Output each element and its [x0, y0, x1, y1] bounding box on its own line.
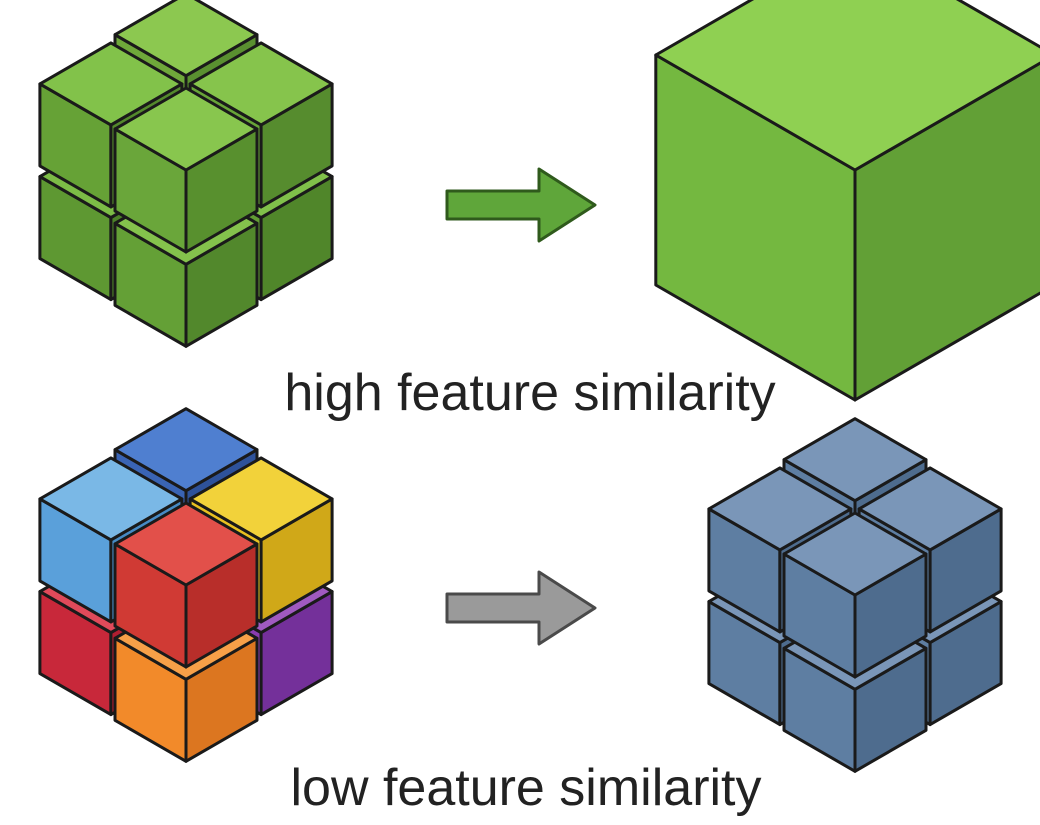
cube-top-face — [654, 0, 1040, 172]
blue-cube-cluster — [707, 417, 1003, 773]
cube-top-face — [707, 466, 853, 552]
cube-top-face — [113, 407, 259, 493]
cube-top-face — [113, 86, 259, 172]
multicolor-cube-cluster — [38, 407, 334, 763]
cube-top-face — [113, 0, 259, 78]
large-cube — [654, 0, 1040, 402]
green-cube-cluster — [38, 0, 334, 348]
merged-green-cube — [654, 0, 1040, 402]
high-similarity-caption: high feature similarity — [284, 364, 775, 422]
cube-top-face — [38, 41, 184, 127]
cube-6 — [782, 511, 928, 679]
low-similarity-row: low feature similarity — [38, 407, 1003, 817]
arrow-shape — [445, 167, 597, 243]
cube-6 — [113, 501, 259, 669]
cube-top-face — [857, 466, 1003, 552]
cube-top-face — [782, 417, 928, 503]
cube-top-face — [188, 456, 334, 542]
low-similarity-caption: low feature similarity — [290, 759, 761, 817]
cube-6 — [113, 86, 259, 254]
cube-top-face — [113, 501, 259, 587]
cube-top-face — [38, 456, 184, 542]
green-arrow-icon — [445, 167, 597, 243]
gray-arrow-icon — [445, 570, 597, 646]
arrow-shape — [445, 570, 597, 646]
cube-top-face — [188, 41, 334, 127]
cube-top-face — [782, 511, 928, 597]
high-similarity-row: high feature similarity — [38, 0, 1040, 422]
